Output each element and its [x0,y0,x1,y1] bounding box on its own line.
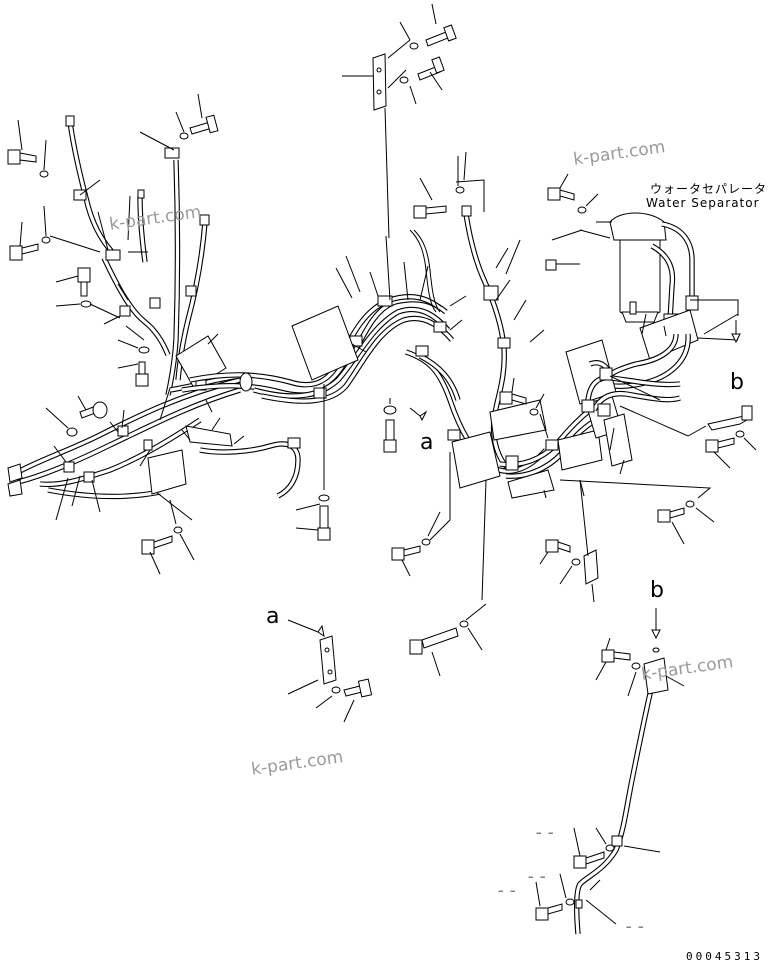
dash-mark: – [528,870,534,883]
dash-mark: – [626,920,632,933]
dash-mark: – [540,870,546,883]
dash-mark: – [536,826,542,839]
bolt [77,267,91,297]
right-bolts [559,430,757,545]
ref-b-callout: b [730,370,744,395]
ref-b-detail: b [650,578,664,603]
separator-bolt [547,173,599,214]
dash-mark: – [548,826,554,839]
bolt [417,56,445,81]
ref-a-detail: a [266,604,280,629]
ref-a-callout: a [420,430,434,455]
dash-mark: – [498,884,504,897]
bolt [135,361,149,387]
left-lower-bolts [45,283,195,575]
left-bolts [7,93,219,319]
right-middle-pipes [565,339,753,497]
bolt [9,243,39,261]
bolt [391,545,421,561]
water-separator-jp-label: ウォータセパレータ [650,182,768,196]
dash-mark: – [510,884,516,897]
detail-a-assembly [287,407,428,723]
bolt [79,401,108,419]
flex-hose-assembly [181,417,301,499]
right-hose-group [405,151,603,601]
water-separator-en-label: Water Separator [646,196,760,210]
bolt [189,114,219,135]
bolt [413,205,447,219]
center-hose-bundle [181,229,467,541]
bolt [499,391,527,405]
bolt [141,535,173,555]
bolt [7,149,37,165]
bolt [425,24,457,47]
top-bracket-assembly [342,3,457,239]
center-bolt [383,398,397,453]
bolt [545,539,571,553]
left-lower-tube-bundle [7,333,241,521]
detail-b-assembly [535,320,741,935]
bolt [409,627,459,655]
right-center-bolts [391,156,599,677]
part-number: 00045313 [686,950,763,963]
dash-mark: – [638,920,644,933]
